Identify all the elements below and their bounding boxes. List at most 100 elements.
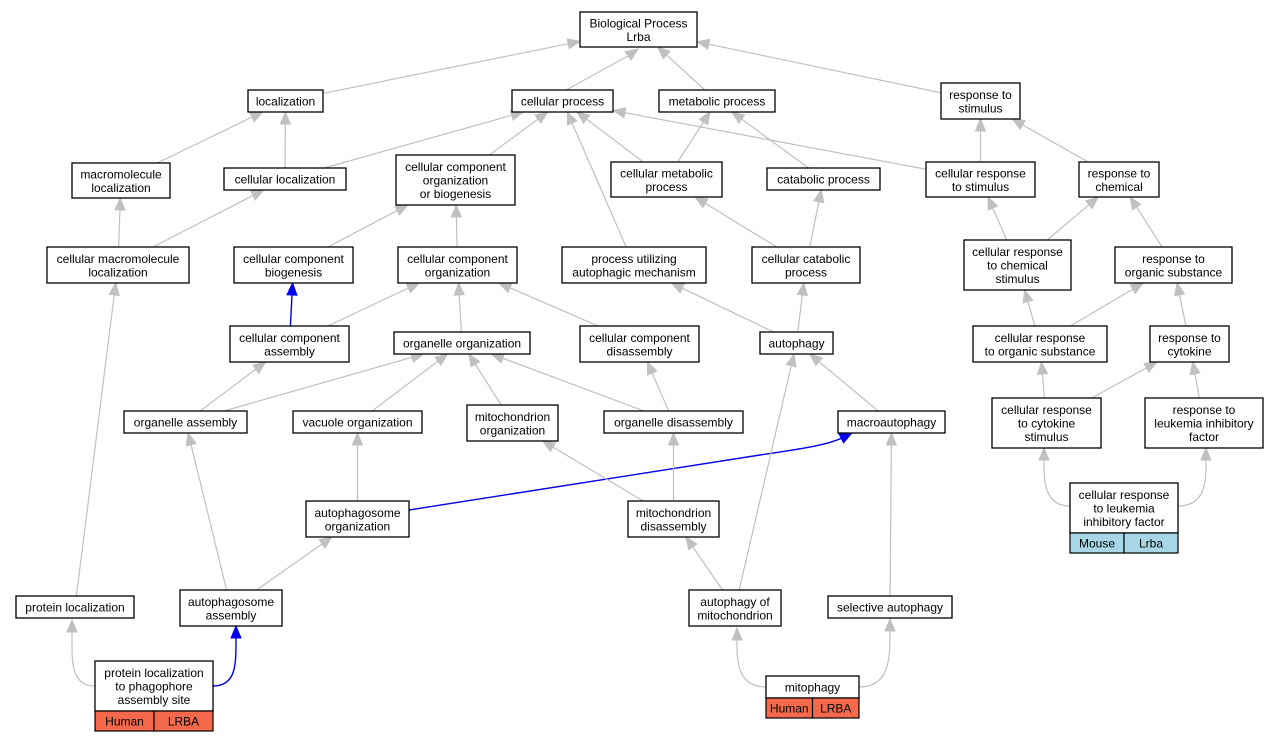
go-term-node-organelle-organization[interactable]: organelle organization (393, 331, 531, 355)
node-label-line: process utilizing (591, 252, 676, 266)
edge-line (1020, 123, 1089, 163)
edge-arrowhead (698, 110, 711, 126)
node-label-line: or biogenesis (420, 187, 491, 201)
edge-line (797, 292, 804, 333)
edge-line (75, 292, 116, 597)
edge-arrowhead (1129, 195, 1142, 211)
node-label-line: autophagic mechanism (572, 265, 695, 279)
edge-autophagy-to-cellular_catabolic_process (796, 281, 809, 333)
node-label-line: response to (1088, 166, 1151, 180)
node-label-line: cellular response (1001, 403, 1092, 417)
node-label-line: Biological Process (589, 16, 687, 30)
node-label-line: cellular metabolic (620, 166, 713, 180)
go-term-node-cellular-process[interactable]: cellular process (511, 89, 614, 113)
go-term-node-catabolic-process[interactable]: catabolic process (766, 167, 881, 191)
edge-arrowhead (1036, 360, 1049, 375)
edge-line (507, 286, 599, 327)
edge-arrowhead (453, 281, 465, 296)
node-label-line: to phagophore (115, 680, 193, 694)
node-box (223, 167, 347, 191)
node-label-line: leukemia inhibitory (1154, 417, 1253, 431)
edge-cellular_response_cytokine-to-response_cytokine (1091, 361, 1159, 399)
node-label-line: organelle assembly (134, 416, 237, 430)
edge-line (289, 292, 293, 327)
go-term-node-metabolic-process[interactable]: metabolic process (658, 89, 776, 113)
go-term-node-localization[interactable]: localization (247, 89, 324, 113)
go-term-node-vacuole-organization[interactable]: vacuole organization (292, 410, 423, 434)
node-box (15, 595, 135, 619)
edge-cc_org_biogenesis-to-cellular_process (489, 111, 549, 156)
edge-arrowhead (576, 111, 591, 125)
edge-line (817, 359, 879, 412)
node-label-line: factor (1189, 430, 1219, 444)
go-term-node-organelle-disassembly[interactable]: organelle disassembly (603, 410, 744, 434)
go-term-node-selective-autophagy[interactable]: selective autophagy (827, 595, 953, 619)
go-term-node-autophagy[interactable]: autophagy (759, 331, 834, 355)
edge-arrowhead (351, 431, 364, 446)
node-label-line: to cytokine (1018, 417, 1076, 431)
go-term-node-organelle-assembly[interactable]: organelle assembly (123, 410, 248, 434)
node-label-line: cellular localization (235, 173, 336, 187)
edge-arrowhead (230, 624, 242, 639)
edge-arrowhead (685, 535, 698, 551)
edge-cellular_localization-to-localization (279, 110, 292, 169)
edge-arrowhead (286, 281, 298, 296)
edge-arrowhead (252, 361, 267, 375)
node-label-line: mitophagy (785, 681, 840, 695)
node-label-line: organization (423, 174, 488, 188)
node-box (658, 89, 776, 113)
edge-arrowhead (497, 282, 513, 294)
edge-cc_assembly-to-cc_organization (327, 282, 421, 327)
edge-line (455, 214, 458, 248)
node-label-line: localization (256, 95, 315, 109)
node-label-line: selective autophagy (837, 601, 943, 615)
edge-line (584, 117, 644, 163)
node-box (46, 246, 190, 284)
edge-arrowhead (884, 617, 896, 632)
go-term-node-cellular-localization[interactable]: cellular localization (223, 167, 347, 191)
edge-cc_biogenesis-to-cc_org_biogenesis (327, 204, 410, 248)
edge-cellular_response_to_stimulus-to-cellular_process (611, 107, 927, 170)
edge-line (223, 356, 415, 412)
edge-arrowhead (987, 195, 999, 211)
node-box (511, 89, 614, 113)
edge-line (323, 114, 514, 169)
node-label-line: cellular response (1079, 488, 1170, 502)
edge-protein_loc_phagophore-to-autophagosome_assembly (212, 624, 242, 687)
go-term-node-macroautophagy[interactable]: macroautophagy (837, 410, 946, 434)
edge-line (1178, 292, 1187, 327)
node-label-line: assembly (264, 344, 315, 358)
edge-organelle_assembly-to-cc_assembly (199, 361, 267, 412)
go-term-node-protein-localization[interactable]: protein localization (15, 595, 135, 619)
edge-organelle_organization-to-cc_organization (453, 281, 465, 333)
